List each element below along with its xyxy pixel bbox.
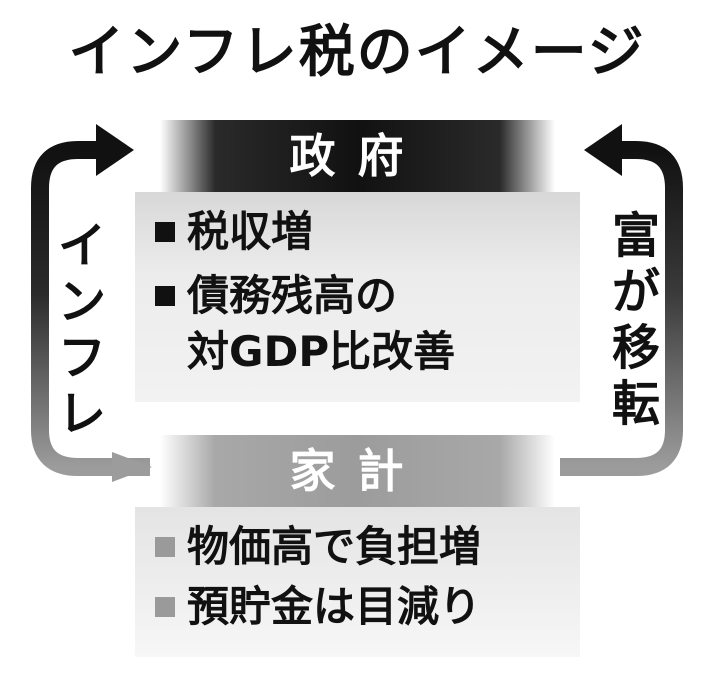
diagram-title: インフレ税のイメージ	[68, 20, 646, 85]
household-item-savings: 預貯金は目減り	[155, 581, 481, 633]
item-text: 物価高で負担増	[187, 522, 482, 571]
bullet-square-icon	[155, 222, 175, 242]
government-item-tax-revenue: 税収増	[155, 206, 313, 258]
item-text: 預貯金は目減り	[187, 582, 482, 631]
label-char: フ	[57, 330, 106, 386]
government-panel: 税収増 債務残高の 対GDP比改善	[135, 192, 580, 402]
bullet-square-icon	[155, 597, 175, 617]
label-char: 移	[611, 320, 660, 376]
label-char: 富	[611, 208, 660, 264]
household-panel: 物価高で負担増 預貯金は目減り	[135, 507, 580, 657]
item-text: 税収増	[187, 207, 314, 256]
item-text: 債務残高の	[187, 271, 398, 320]
left-arrow-shaft	[31, 141, 150, 476]
government-item-debt-ratio-line2: 対GDP比改善	[187, 326, 455, 378]
left-arrowhead	[96, 124, 134, 176]
wealth-transfer-vertical-label: 富 が 移 転	[606, 208, 666, 432]
right-arrowhead	[584, 124, 622, 176]
inflation-vertical-label: イ ン フ レ	[52, 218, 112, 442]
household-header: 家計	[160, 435, 555, 507]
label-char: イ	[57, 218, 106, 274]
label-char: が	[611, 264, 660, 320]
label-char: レ	[57, 386, 106, 442]
government-item-debt-ratio: 債務残高の	[155, 270, 397, 322]
household-item-burden: 物価高で負担増	[155, 521, 481, 573]
right-arrow-shaft	[560, 141, 683, 476]
label-char: 転	[611, 376, 660, 432]
label-char: ン	[57, 274, 106, 330]
item-text: 対GDP比改善	[187, 327, 456, 376]
bullet-square-icon	[155, 537, 175, 557]
bullet-square-icon	[155, 286, 175, 306]
government-header: 政府	[160, 120, 555, 192]
left-arrow-tail-cap	[112, 452, 152, 482]
